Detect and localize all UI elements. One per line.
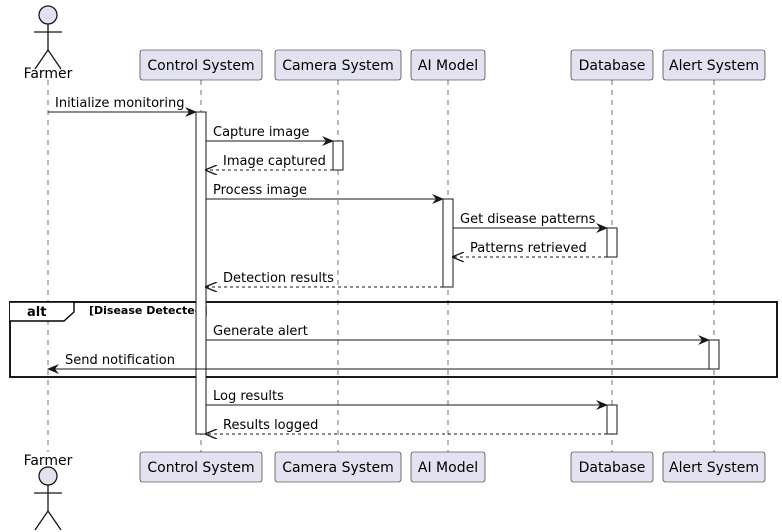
participant-top-camera: Camera System xyxy=(274,49,402,81)
participant-label: Farmer xyxy=(24,66,73,82)
message-label: Capture image xyxy=(213,125,309,140)
message-7: Detection results xyxy=(206,271,443,287)
activation-bar-db xyxy=(606,404,618,435)
activation-bar-db xyxy=(606,227,618,258)
participant-label: AI Model xyxy=(418,58,478,74)
message-label: Results logged xyxy=(223,418,318,433)
message-5: Get disease patterns xyxy=(453,212,608,233)
participant-top-ai: AI Model xyxy=(410,49,486,81)
participant-label: AI Model xyxy=(418,460,478,476)
participant-bottom-camera: Camera System xyxy=(274,451,402,483)
participant-top-control: Control System xyxy=(139,49,263,81)
participant-bottom-alert: Alert System xyxy=(662,451,766,483)
participant-label: Control System xyxy=(147,58,254,74)
participant-label: Farmer xyxy=(24,453,73,469)
message-label: Log results xyxy=(213,389,284,404)
activation-bar-control xyxy=(195,111,207,435)
participant-bottom-control: Control System xyxy=(139,451,263,483)
participant-bottom-db: Database xyxy=(570,451,654,483)
participant-bottom-farmer: Farmer xyxy=(24,453,73,531)
alt-fragment: alt [Disease Detected] xyxy=(9,301,778,378)
message-label: Send notification xyxy=(65,353,175,368)
activation-bar-ai xyxy=(442,198,454,288)
message-label: Patterns retrieved xyxy=(470,241,587,256)
message-1: Initialize monitoring xyxy=(48,96,197,117)
fragment-keyword: alt xyxy=(27,305,46,320)
participant-top-alert: Alert System xyxy=(662,49,766,81)
message-9: Send notification xyxy=(47,353,709,374)
participant-bottom-ai: AI Model xyxy=(410,451,486,483)
message-6: Patterns retrieved xyxy=(453,241,607,257)
message-2: Capture image xyxy=(206,125,334,146)
participant-label: Alert System xyxy=(669,460,759,476)
participant-top-db: Database xyxy=(570,49,654,81)
message-label: Initialize monitoring xyxy=(55,96,185,111)
activation-bar-camera xyxy=(332,140,344,171)
message-8: Generate alert xyxy=(206,324,710,345)
participant-top-farmer: Farmer xyxy=(24,5,73,82)
message-label: Detection results xyxy=(223,271,334,286)
message-label: Generate alert xyxy=(213,324,308,339)
message-11: Results logged xyxy=(206,418,607,434)
participant-label: Control System xyxy=(147,460,254,476)
message-label: Process image xyxy=(213,183,307,198)
participant-label: Database xyxy=(579,460,646,476)
activation-bar-alert xyxy=(708,339,720,370)
message-label: Image captured xyxy=(223,154,326,169)
message-label: Get disease patterns xyxy=(460,212,596,227)
participant-label: Database xyxy=(579,58,646,74)
actor-icon xyxy=(34,466,62,531)
actor-icon xyxy=(34,5,62,70)
participant-label: Camera System xyxy=(282,460,394,476)
fragment-guard: [Disease Detected] xyxy=(89,304,208,317)
message-3: Image captured xyxy=(206,154,333,170)
participant-label: Camera System xyxy=(282,58,394,74)
participant-label: Alert System xyxy=(669,58,759,74)
message-4: Process image xyxy=(206,183,444,204)
message-10: Log results xyxy=(206,389,608,410)
